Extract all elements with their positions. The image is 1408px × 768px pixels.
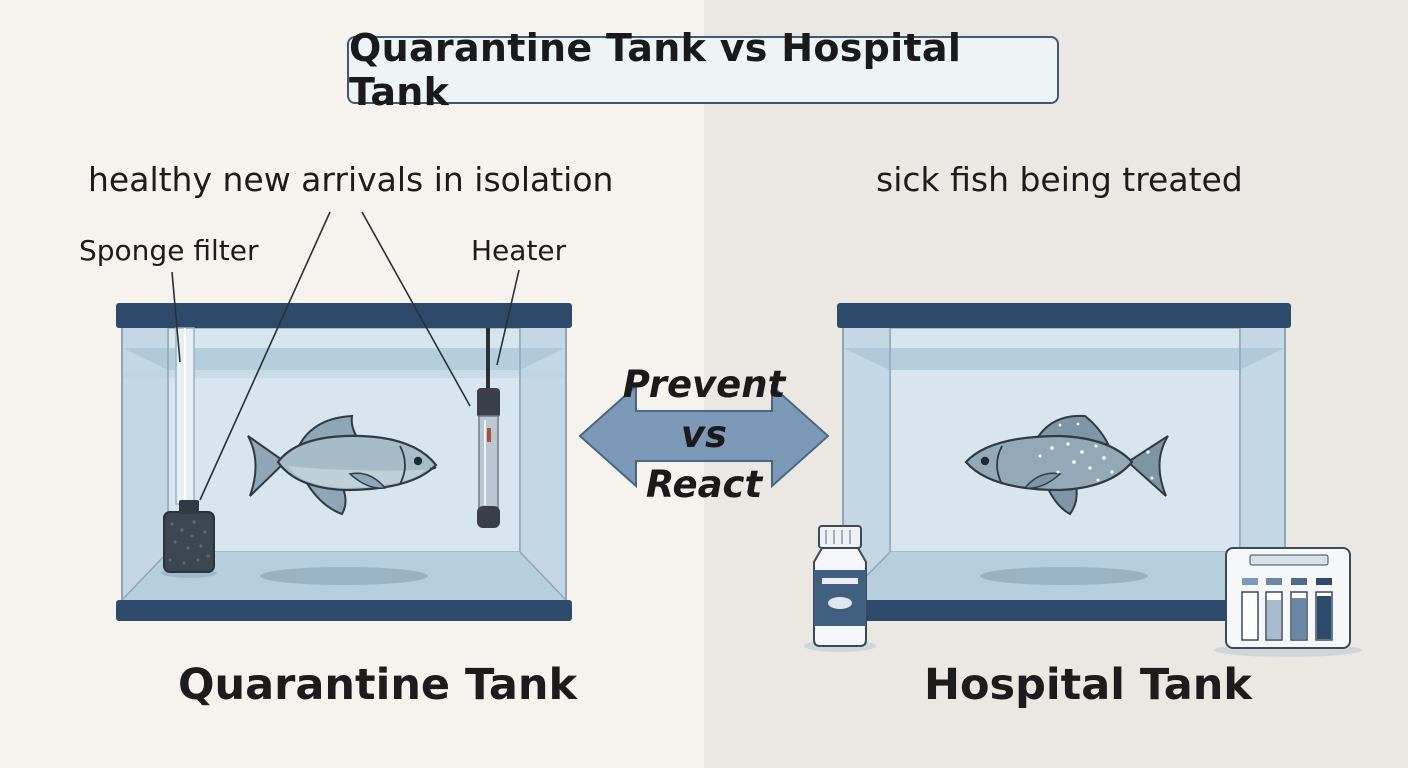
hospital-subtitle: sick fish being treated (876, 160, 1243, 199)
hospital-tank-base-rim (837, 600, 1291, 621)
quarantine-tank-name: Quarantine Tank (178, 660, 578, 710)
quarantine-subtitle: healthy new arrivals in isolation (88, 160, 614, 199)
healthy-fish-icon (247, 414, 438, 516)
heater-icon (477, 328, 500, 528)
heater-label: Heater (471, 234, 567, 267)
arrow-label-vs: vs (680, 413, 728, 456)
quarantine-tank-base-rim (116, 600, 572, 621)
double-arrow-icon (578, 383, 830, 489)
water-test-kit-icon (1214, 547, 1362, 657)
sick-fish-icon (964, 414, 1169, 516)
sponge-filter-label: Sponge filter (79, 234, 259, 267)
arrow-label-react: React (645, 463, 763, 506)
sponge-filter-icon (161, 327, 217, 578)
hospital-tank-name: Hospital Tank (924, 660, 1252, 710)
label-pointer-lines (171, 211, 520, 501)
medicine-bottle-icon (804, 525, 876, 652)
page-title: Quarantine Tank vs Hospital Tank (347, 26, 1059, 114)
hospital-tank-top-rim (837, 303, 1291, 328)
quarantine-tank-top-rim (116, 303, 572, 328)
arrow-label-prevent: Prevent (622, 363, 786, 406)
